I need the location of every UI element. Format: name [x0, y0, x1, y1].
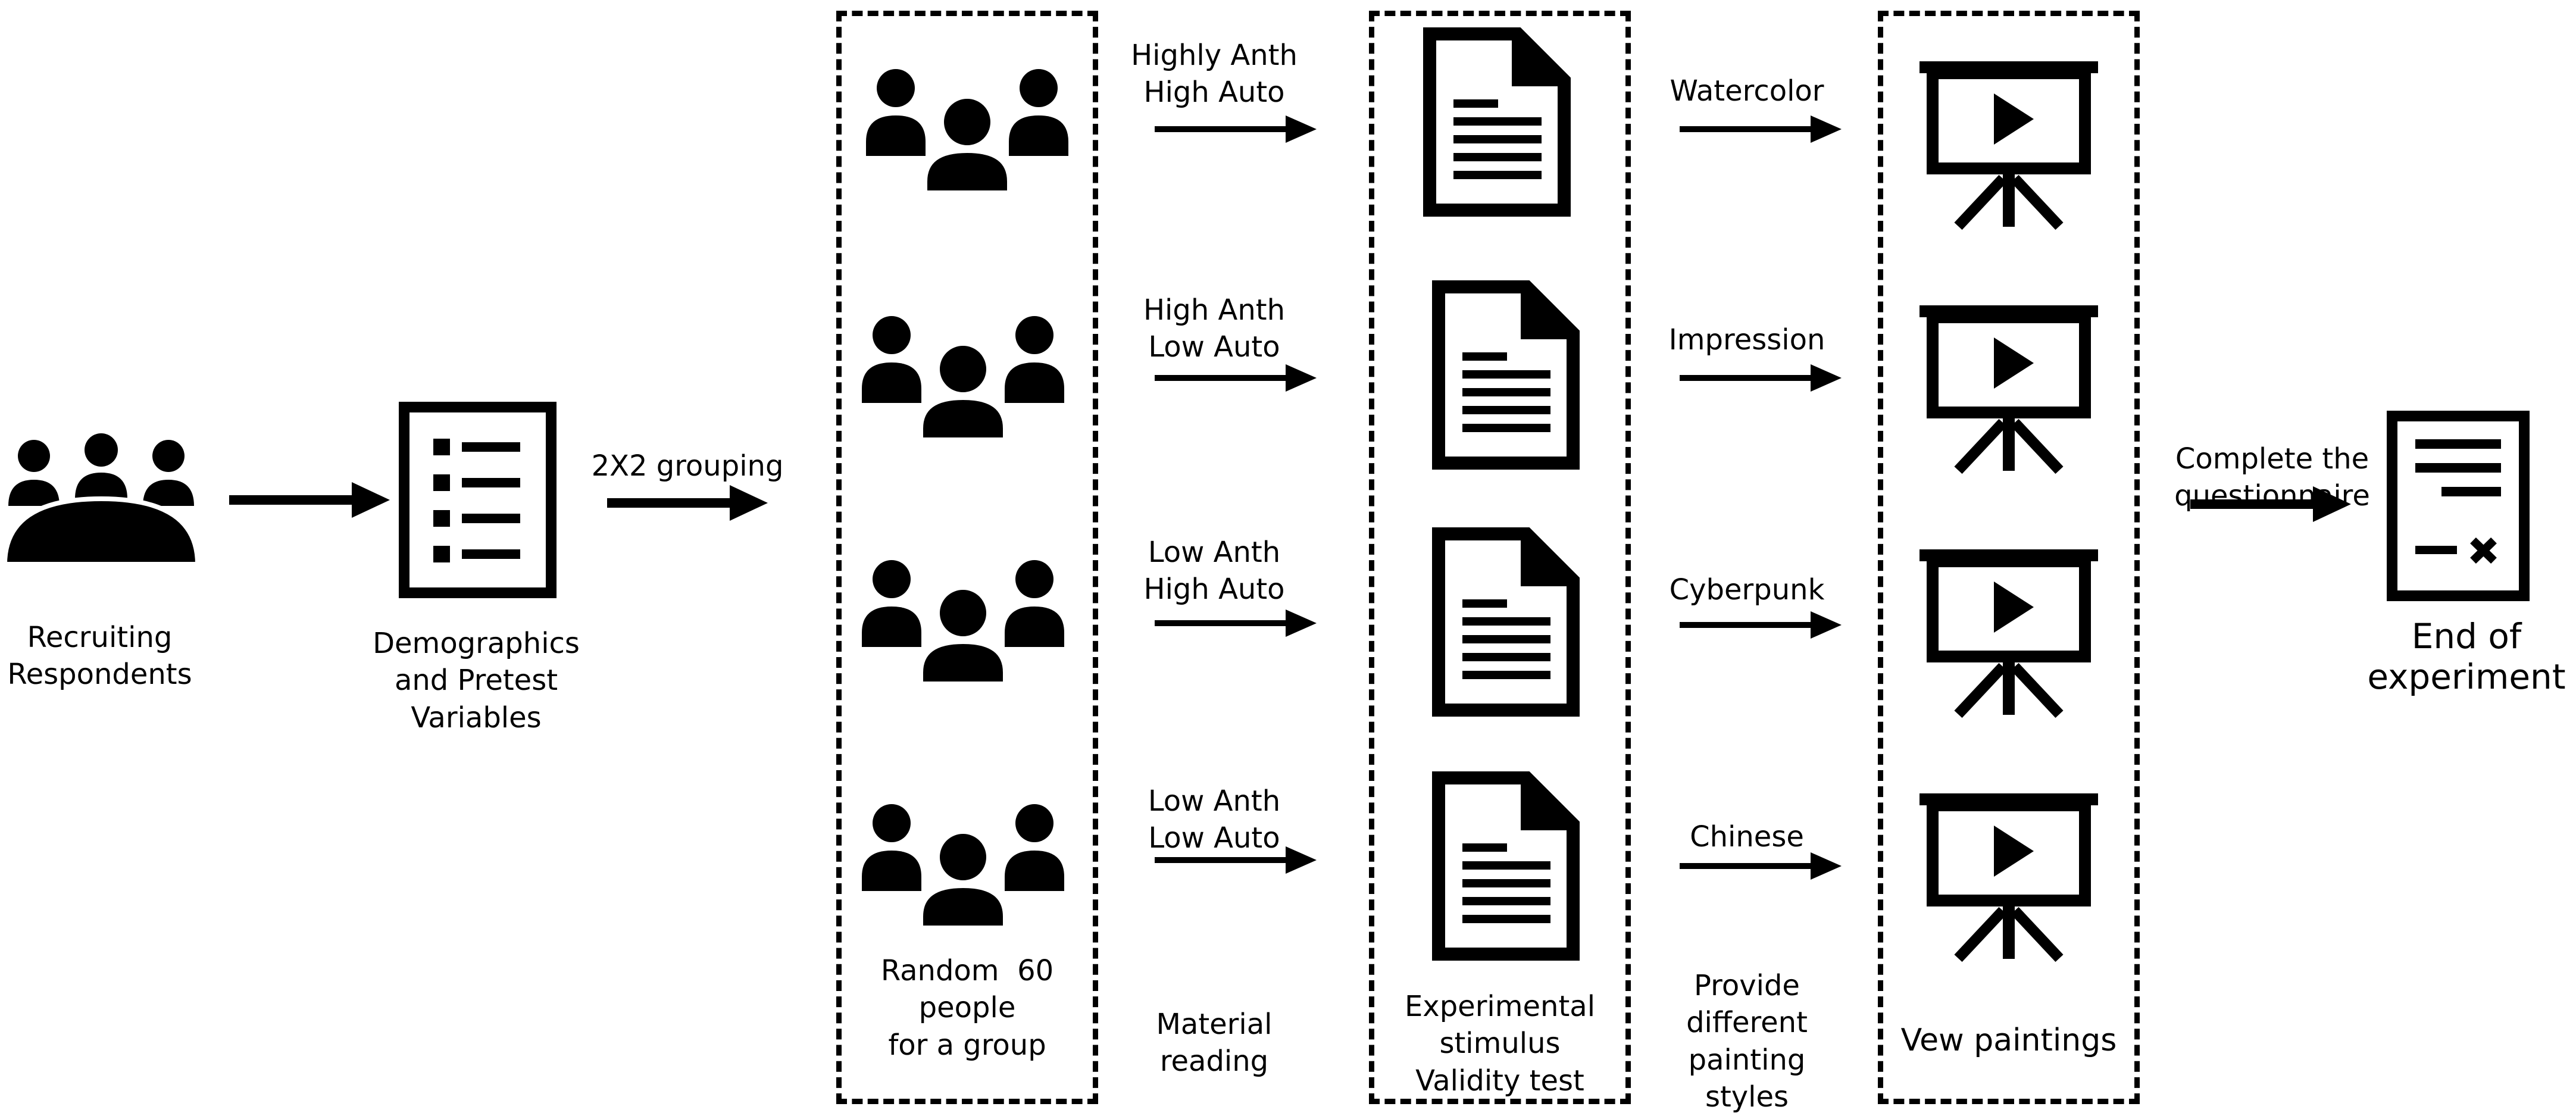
grouping-label: 2X2 grouping [591, 449, 784, 483]
condition-label: Low Anth High Auto [1119, 534, 1309, 608]
condition-label: Low Anth Low Auto [1119, 783, 1309, 857]
condition-line1: High Anth [1143, 293, 1286, 327]
document-icon [1431, 527, 1580, 717]
document-icon [1431, 771, 1580, 961]
provide-styles-line3: painting [1688, 1043, 1806, 1077]
presentation-play-icon [1920, 301, 2098, 474]
provide-styles-line4: styles [1705, 1080, 1789, 1114]
view-caption: Vew paintings [1900, 1023, 2117, 1058]
stimulus-caption-line2: stimulus [1439, 1027, 1561, 1061]
form-document-icon [2387, 411, 2530, 601]
arrow-style [1680, 851, 1842, 881]
stimulus-box [1369, 11, 1631, 1104]
recruiting-line2: Respondents [7, 658, 192, 692]
provide-styles-label: Provide different painting styles [1649, 967, 1845, 1116]
condition-label: High Anth Low Auto [1119, 292, 1309, 366]
condition-line2: High Auto [1143, 573, 1285, 607]
stimulus-caption-line1: Experimental [1404, 990, 1596, 1023]
presentation-play-icon [1920, 789, 2098, 962]
arrow-grouping [607, 482, 768, 524]
demographics-line1: Demographics [373, 627, 580, 660]
group-people-icon [862, 557, 1064, 687]
group-people-icon [866, 65, 1068, 196]
checklist-icon [399, 402, 557, 598]
end-line1: End of [2411, 616, 2522, 657]
provide-styles-line2: different [1686, 1006, 1808, 1040]
condition-line2: High Auto [1143, 76, 1285, 110]
stimulus-caption-line3: Validity test [1415, 1064, 1584, 1098]
material-reading-line1: Material [1156, 1008, 1273, 1041]
condition-line2: Low Auto [1148, 821, 1280, 855]
condition-label: Highly Anth High Auto [1119, 37, 1309, 111]
style-label: Cyberpunk [1669, 573, 1825, 607]
material-reading-label: Material reading [1119, 1006, 1309, 1080]
document-icon [1423, 27, 1571, 217]
groups-caption-line1: Random 60 [880, 954, 1054, 987]
condition-line2: Low Auto [1148, 330, 1280, 364]
end-label: End of experiment [2357, 616, 2576, 698]
provide-styles-line1: Provide [1694, 969, 1800, 1002]
arrow-style [1680, 363, 1842, 393]
arrow-condition [1155, 608, 1317, 638]
groups-caption: Random 60 people for a group [845, 952, 1089, 1064]
audience-icon [0, 429, 202, 567]
demographics-label: Demographics and Pretest Variables [357, 625, 595, 736]
arrow-condition [1155, 114, 1317, 144]
document-icon [1431, 280, 1580, 470]
questionnaire-line1: Complete the [2175, 442, 2369, 476]
arrow-recruit-to-demographics [229, 479, 390, 521]
condition-line1: Low Anth [1148, 536, 1281, 569]
view-box [1878, 11, 2140, 1104]
end-line2: experiment [2367, 657, 2566, 698]
presentation-play-icon [1920, 57, 2098, 230]
stimulus-caption: Experimental stimulus Validity test [1378, 988, 1622, 1099]
group-people-icon [862, 801, 1064, 931]
condition-line1: Low Anth [1148, 784, 1281, 818]
demographics-line3: Variables [411, 701, 542, 734]
arrow-condition [1155, 845, 1317, 875]
recruiting-line1: Recruiting [27, 621, 173, 654]
group-people-icon [862, 312, 1064, 443]
style-label: Watercolor [1670, 74, 1824, 108]
style-label: Impression [1668, 323, 1825, 357]
demographics-line2: and Pretest [394, 664, 558, 698]
groups-box [836, 11, 1098, 1104]
groups-caption-line3: for a group [888, 1028, 1046, 1062]
arrow-style [1680, 114, 1842, 144]
presentation-play-icon [1920, 545, 2098, 718]
recruiting-label: Recruiting Respondents [0, 619, 199, 693]
arrow-questionnaire [2190, 483, 2351, 525]
arrow-condition [1155, 363, 1317, 393]
groups-caption-line2: people [918, 991, 1016, 1025]
condition-line1: Highly Anth [1131, 39, 1298, 72]
material-reading-line2: reading [1159, 1045, 1269, 1079]
arrow-style [1680, 610, 1842, 640]
style-label: Chinese [1690, 820, 1804, 854]
